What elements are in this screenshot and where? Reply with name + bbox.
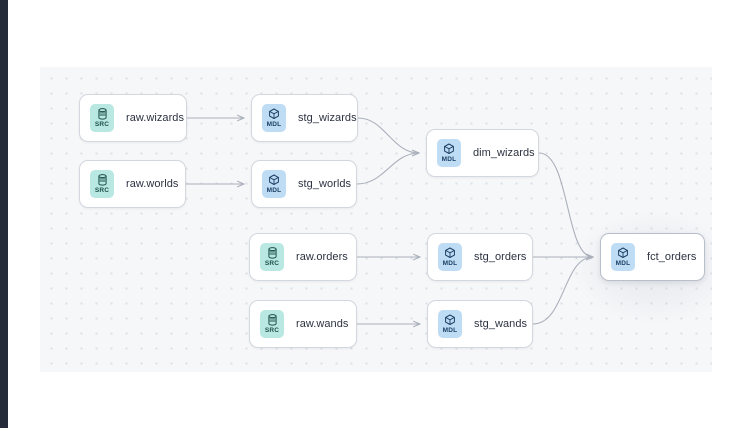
badge-label: SRC — [264, 259, 280, 267]
database-icon: SRC — [90, 104, 114, 132]
cube-icon: MDL — [262, 104, 286, 132]
graph-node-stg-worlds[interactable]: MDL stg_worlds — [251, 160, 357, 208]
badge-label: SRC — [94, 186, 110, 194]
badge-label: SRC — [264, 326, 280, 334]
graph-node-fct-orders[interactable]: MDL fct_orders — [600, 233, 705, 281]
database-icon: SRC — [260, 243, 284, 271]
node-label: stg_wands — [474, 318, 528, 330]
graph-node-stg-orders[interactable]: MDL stg_orders — [427, 233, 533, 281]
node-label: stg_orders — [474, 251, 527, 263]
badge-label: MDL — [266, 186, 282, 194]
node-label: stg_worlds — [298, 178, 352, 190]
app-left-rail — [0, 0, 8, 428]
node-label: raw.worlds — [126, 178, 179, 190]
cube-icon: MDL — [438, 310, 462, 338]
graph-node-raw-wands[interactable]: SRC raw.wands — [249, 300, 357, 348]
graph-node-stg-wizards[interactable]: MDL stg_wizards — [251, 94, 358, 142]
graph-node-raw-orders[interactable]: SRC raw.orders — [249, 233, 357, 281]
graph-node-dim-wizards[interactable]: MDL dim_wizards — [426, 129, 539, 177]
cube-icon: MDL — [438, 243, 462, 271]
lineage-graph-canvas[interactable]: SRC raw.wizards SRC raw.worlds SRC raw.o… — [40, 67, 712, 372]
cube-icon: MDL — [611, 243, 635, 271]
edge-dim_wizards-fct_orders — [538, 152, 593, 257]
badge-label: MDL — [442, 326, 458, 334]
badge-label: MDL — [266, 120, 282, 128]
database-icon: SRC — [260, 310, 284, 338]
cube-icon: MDL — [437, 139, 461, 167]
edge-stg_worlds-dim_wizards — [356, 153, 419, 185]
database-icon: SRC — [90, 170, 114, 198]
badge-label: SRC — [94, 120, 110, 128]
badge-label: MDL — [615, 259, 631, 267]
cube-icon: MDL — [262, 170, 286, 198]
node-label: raw.wizards — [126, 112, 185, 124]
badge-label: MDL — [442, 259, 458, 267]
node-label: fct_orders — [647, 251, 697, 263]
badge-label: MDL — [441, 155, 457, 163]
graph-node-raw-wizards[interactable]: SRC raw.wizards — [79, 94, 187, 142]
node-label: raw.wands — [296, 318, 349, 330]
graph-node-raw-worlds[interactable]: SRC raw.worlds — [79, 160, 186, 208]
node-label: dim_wizards — [473, 147, 535, 159]
graph-node-stg-wands[interactable]: MDL stg_wands — [427, 300, 533, 348]
edge-stg_wizards-dim_wizards — [357, 117, 419, 153]
edge-stg_wands-fct_orders — [532, 257, 593, 325]
node-label: raw.orders — [296, 251, 348, 263]
node-label: stg_wizards — [298, 112, 357, 124]
